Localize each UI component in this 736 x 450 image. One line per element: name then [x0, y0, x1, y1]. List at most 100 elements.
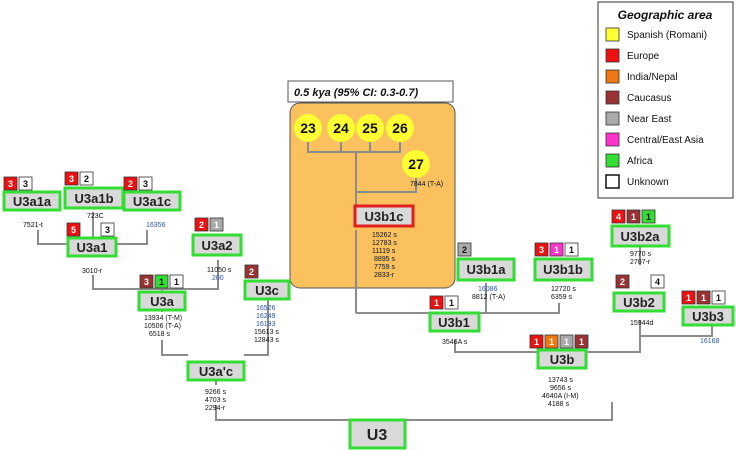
- node-label-U3b2: U3b2: [623, 295, 655, 310]
- legend-swatch-india: [605, 69, 620, 84]
- mutation-U3b1b-1: 6359 s: [551, 294, 573, 301]
- mutation-U3b1c-4: 7759 s: [374, 264, 396, 271]
- mutation-U3b1c-1: 12783 s: [372, 240, 397, 247]
- chip-text-U3a1-1: 3: [105, 225, 110, 235]
- mutation-27: 7844 (T-A): [410, 181, 443, 188]
- chip-U3a1c-1: [138, 176, 153, 191]
- edge-U3b-right: [586, 320, 641, 353]
- node-U3ac: [186, 360, 246, 382]
- chip-text-U3b2-0: 2: [620, 277, 625, 287]
- node-U3a: [137, 290, 187, 312]
- chip-U3a-0: [139, 274, 154, 289]
- node-U3b1a: [456, 257, 516, 282]
- chip-U3b3-2: [711, 290, 726, 305]
- chip-text-U3b-3: 1: [579, 337, 584, 347]
- node-U3c: [243, 279, 291, 301]
- haplotype-label-25: 25: [362, 120, 378, 136]
- legend-label-unknown: Unknown: [627, 177, 669, 188]
- chip-text-U3b3-0: 1: [686, 293, 691, 303]
- chip-text-U3a1-0: 5: [71, 225, 76, 235]
- legend-label-africa: Africa: [627, 156, 653, 167]
- node-U3b: [536, 348, 588, 370]
- chip-U3b3-1: [696, 290, 711, 305]
- node-U3a1a: [2, 190, 62, 212]
- haplogroup-nodes: U3 U3a'c U3a U3a1 U3a1a U3a1b U3a1c U3a2…: [2, 186, 735, 450]
- chip-text-U3b1a-0: 2: [462, 245, 467, 255]
- chip-text-U3b2-1: 4: [655, 277, 660, 287]
- haplotype-circle-26: [386, 114, 414, 142]
- node-label-U3b1b: U3b1b: [543, 262, 583, 277]
- node-label-U3a1a: U3a1a: [13, 194, 52, 209]
- mutation-U3b3: 16168: [700, 338, 720, 345]
- chip-U3b1b-0: [534, 242, 549, 257]
- chip-U3a1b-1: [79, 171, 94, 186]
- node-label-U3b1c: U3b1c: [364, 209, 403, 224]
- edge-circles: [307, 136, 401, 153]
- haplotype-label-24: 24: [333, 120, 349, 136]
- mutation-U3a1: 3010-r: [82, 268, 103, 275]
- mutation-U3c-4: 12843 s: [254, 337, 279, 344]
- mutation-U3b1a-0: 16086: [478, 286, 498, 293]
- chip-U3b1-0: [429, 295, 444, 310]
- legend: Geographic area Spanish (Romani) Europe …: [597, 1, 734, 199]
- legend-swatch-unknown: [605, 174, 620, 189]
- chip-text-U3b2a-1: 1: [631, 212, 636, 222]
- chip-U3b2a-0: [611, 209, 626, 224]
- mutation-U3ac-1: 4703 s: [205, 397, 227, 404]
- node-U3a1c: [122, 190, 182, 212]
- edge-U3ac-right: [244, 345, 269, 356]
- legend-label-central-asia: Central/East Asia: [627, 135, 704, 146]
- node-label-U3b2a: U3b2a: [620, 229, 660, 244]
- chip-text-U3b-1: 1: [549, 337, 554, 347]
- mutation-U3a1c: 16356: [146, 222, 166, 229]
- chip-text-U3a1b-0: 3: [69, 174, 74, 184]
- haplotype-label-23: 23: [300, 120, 316, 136]
- legend-swatch-europe: [605, 48, 620, 63]
- node-label-U3a2: U3a2: [201, 238, 232, 253]
- node-U3b2a: [610, 224, 671, 248]
- chip-U3b2-0: [615, 274, 630, 289]
- haplotype-circle-25: [356, 114, 384, 142]
- node-U3b1: [428, 311, 481, 333]
- chip-U3b1b-1: [549, 242, 564, 257]
- chip-text-U3b1b-1: 1: [554, 245, 559, 255]
- chip-U3a1-1: [100, 222, 115, 237]
- chip-text-U3a1c-1: 3: [143, 179, 148, 189]
- chip-U3b-1: [544, 334, 559, 349]
- date-note: 0.5 kya (95% CI: 0.3-0.7): [294, 87, 418, 99]
- chip-U3a1b-0: [64, 171, 79, 186]
- mutation-U3b2a-0: 9770 s: [630, 251, 652, 258]
- chip-U3b2a-1: [626, 209, 641, 224]
- mutation-U3c-2: 16193: [256, 321, 276, 328]
- node-label-U3ac: U3a'c: [199, 364, 233, 379]
- legend-swatch-near-east: [605, 111, 620, 126]
- chip-text-U3b2a-2: 1: [646, 212, 651, 222]
- mutation-U3b-3: 4188 s: [548, 401, 570, 408]
- node-label-U3: U3: [367, 427, 388, 444]
- mutation-labels: 7521-t 723C 16356 3010-r 11050 s 200 139…: [23, 213, 720, 412]
- mutation-U3a-2: 6518 s: [149, 331, 171, 338]
- mutation-U3b2a-1: 2707-r: [630, 259, 651, 266]
- chip-text-U3b1b-0: 3: [539, 245, 544, 255]
- edge-U3b-left: [454, 340, 538, 353]
- chip-U3a1a-1: [18, 176, 33, 191]
- node-label-U3b3: U3b3: [692, 309, 724, 324]
- mutation-U3b1c-3: 8895 s: [374, 256, 396, 263]
- chip-text-U3b1b-2: 1: [569, 245, 574, 255]
- date-note-box: [287, 80, 454, 103]
- legend-label-india: India/Nepal: [627, 72, 678, 83]
- legend-swatch-africa: [605, 153, 620, 168]
- mutation-U3b1b-0: 12720 s: [551, 286, 576, 293]
- mutation-U3b1a-1: 8812 (T-A): [472, 294, 505, 301]
- mutation-U3b-0: 13743 s: [548, 377, 573, 384]
- chip-text-U3b3-2: 1: [716, 293, 721, 303]
- edge-root-right: [405, 402, 613, 421]
- edge-U3a-children: [92, 275, 219, 290]
- node-label-U3a1: U3a1: [76, 240, 107, 255]
- chip-U3b-0: [529, 334, 544, 349]
- legend-label-caucasus: Caucasus: [627, 93, 671, 104]
- chip-U3a2-1: [209, 217, 224, 232]
- mutation-U3a2-0: 11050 s: [207, 267, 232, 274]
- node-U3b2: [612, 291, 666, 313]
- romani-haplotypes: 23 24 25 26 27 7844 (T-A): [294, 114, 443, 188]
